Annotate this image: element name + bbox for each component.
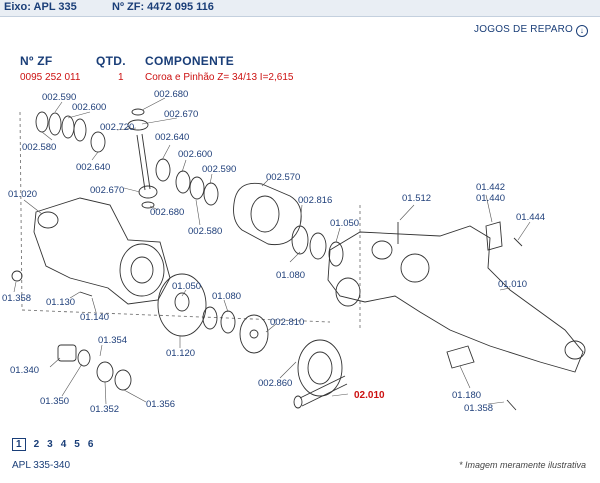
part-nzf[interactable]: 0095 252 011	[20, 72, 81, 83]
page-1[interactable]: 1	[12, 438, 26, 451]
label-01-354: 01.354	[98, 335, 127, 346]
label-002-680-b: 002.680	[150, 207, 184, 218]
label-002-816: 002.816	[298, 195, 332, 206]
label-01-512: 01.512	[402, 193, 431, 204]
label-002-600-b: 002.600	[178, 149, 212, 160]
label-002-810: 002.810	[270, 317, 304, 328]
nzf-label: Nº ZF: 4472 095 116	[112, 1, 214, 13]
download-icon: ↓	[576, 25, 588, 37]
label-01-080-b: 01.080	[212, 291, 241, 302]
jogos-reparo-link[interactable]: JOGOS DE REPARO↓	[474, 24, 588, 37]
part-labels: 002.680 002.590 002.600 002.670 002.720 …	[2, 89, 545, 415]
label-02-010: 02.010	[354, 390, 385, 401]
label-002-600-a: 002.600	[72, 102, 106, 113]
part-qtd: 1	[118, 72, 124, 83]
label-01-352: 01.352	[90, 404, 119, 415]
part-componente: Coroa e Pinhão Z= 34/13 I=2,615	[145, 72, 294, 83]
col-header-nzf: Nº ZF	[20, 54, 53, 68]
page-2[interactable]: 2	[33, 439, 40, 450]
label-01-180: 01.180	[452, 390, 481, 401]
diagram-parts	[11, 108, 586, 411]
page-6[interactable]: 6	[87, 439, 94, 450]
jogos-reparo-label: JOGOS DE REPARO	[474, 24, 573, 35]
label-002-580-a: 002.580	[22, 142, 56, 153]
label-002-590-b: 002.590	[202, 164, 236, 175]
label-01-080-a: 01.080	[276, 270, 305, 281]
label-01-140: 01.140	[80, 312, 109, 323]
label-01-440: 01.440	[476, 193, 505, 204]
label-002-640-a: 002.640	[155, 132, 189, 143]
label-002-720: 002.720	[100, 122, 134, 133]
label-01-356: 01.356	[146, 399, 175, 410]
label-01-358-b: 01.358	[464, 403, 493, 414]
eixo-label: Eixo: APL 335	[4, 1, 77, 13]
label-01-130: 01.130	[46, 297, 75, 308]
label-01-442: 01.442	[476, 182, 505, 193]
label-002-640-b: 002.640	[76, 162, 110, 173]
col-header-componente: COMPONENTE	[145, 54, 235, 68]
page-4[interactable]: 4	[60, 439, 67, 450]
model-label: APL 335-340	[12, 460, 71, 471]
label-002-590-a: 002.590	[42, 92, 76, 103]
label-002-860: 002.860	[258, 378, 292, 389]
label-01-050-a: 01.050	[330, 218, 359, 229]
label-01-010: 01.010	[498, 279, 527, 290]
label-01-340: 01.340	[10, 365, 39, 376]
label-01-050-b: 01.050	[172, 281, 201, 292]
label-002-570: 002.570	[266, 172, 300, 183]
label-01-444: 01.444	[516, 212, 545, 223]
page-5[interactable]: 5	[74, 439, 80, 450]
disclaimer-text: * Imagem meramente ilustrativa	[458, 460, 586, 470]
page-3[interactable]: 3	[47, 439, 53, 450]
label-01-020: 01.020	[8, 189, 37, 200]
header-bar: Eixo: APL 335 Nº ZF: 4472 095 116	[0, 0, 600, 17]
leader-lines	[13, 97, 531, 405]
label-002-580-b: 002.580	[188, 226, 222, 237]
label-01-350: 01.350	[40, 396, 69, 407]
label-002-680-a: 002.680	[154, 89, 188, 100]
label-002-670-a: 002.670	[164, 109, 198, 120]
col-header-qtd: QTD.	[96, 54, 126, 68]
label-01-358-a: 01.358	[2, 293, 31, 304]
label-002-670-b: 002.670	[90, 185, 124, 196]
label-01-120: 01.120	[166, 348, 195, 359]
